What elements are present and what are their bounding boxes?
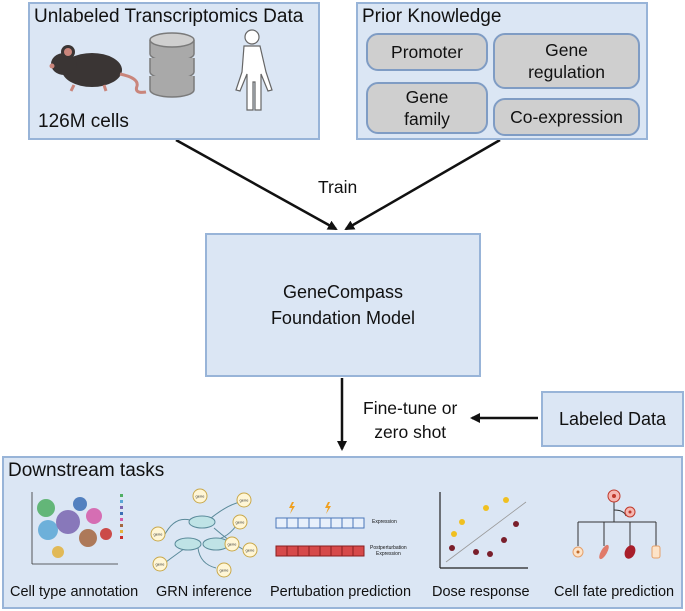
perturbation-diagram (275, 502, 365, 557)
task-dose-response: Dose response (432, 584, 530, 600)
downstream-title: Downstream tasks (8, 460, 165, 481)
arrow-unlabeled-to-model (175, 138, 338, 231)
grn-node-label: gene (156, 562, 166, 567)
task-grn-inference: GRN inference (156, 584, 252, 600)
grn-node-label: gene (220, 568, 230, 573)
prior-item-promoter: Promoter (366, 33, 488, 71)
foundation-model-box: GeneCompass Foundation Model (205, 233, 481, 377)
grn-node-label: gene (246, 548, 256, 553)
downstream-panel: Downstream tasks (2, 456, 683, 609)
task-cell-type-annotation: Cell type annotation (10, 584, 139, 600)
task-cell-fate-prediction: Cell fate prediction (554, 584, 675, 600)
grn-node-label: gene (240, 498, 250, 503)
unlabeled-data-panel: Unlabeled Transcriptomics Data 126M cell… (28, 2, 320, 140)
grn-node-label: gene (196, 494, 206, 499)
mouse-icon (49, 45, 147, 94)
finetune-label: Fine-tune or zero shot (363, 398, 458, 442)
prior-item-co-expression: Co-expression (493, 98, 640, 136)
task-pertubation-prediction: Pertubation prediction (270, 584, 412, 600)
unlabeled-data-title: Unlabeled Transcriptomics Data (34, 6, 304, 27)
dose-response-plot (439, 492, 528, 569)
database-icon (149, 32, 195, 98)
foundation-model-label: GeneCompass Foundation Model (270, 282, 416, 328)
train-label: Train (318, 177, 358, 197)
grn-node-label: gene (228, 542, 238, 547)
labeled-data-box: Labeled Data (541, 391, 684, 447)
prior-item-gene-regulation: Gene regulation (493, 33, 640, 89)
prior-knowledge-panel: Prior Knowledge Promoter Gene regulation… (356, 2, 648, 140)
prior-knowledge-title: Prior Knowledge (362, 6, 502, 27)
grn-node-label: gene (154, 532, 164, 537)
labeled-data-label: Labeled Data (558, 408, 667, 429)
human-icon (235, 29, 273, 111)
pert-label-bottom: Postperturbation Expression (370, 545, 407, 557)
prior-item-gene-family: Gene family (366, 82, 488, 134)
grn-node-label: gene (236, 520, 246, 525)
cell-fate-tree (572, 489, 661, 560)
tsne-plot (31, 492, 123, 565)
arrow-prior-to-model (344, 138, 501, 231)
pert-label-top: Expression (372, 519, 397, 525)
grn-network: gene gene gene gene gene gene gene gene (150, 488, 258, 578)
cells-count: 126M cells (38, 111, 129, 132)
